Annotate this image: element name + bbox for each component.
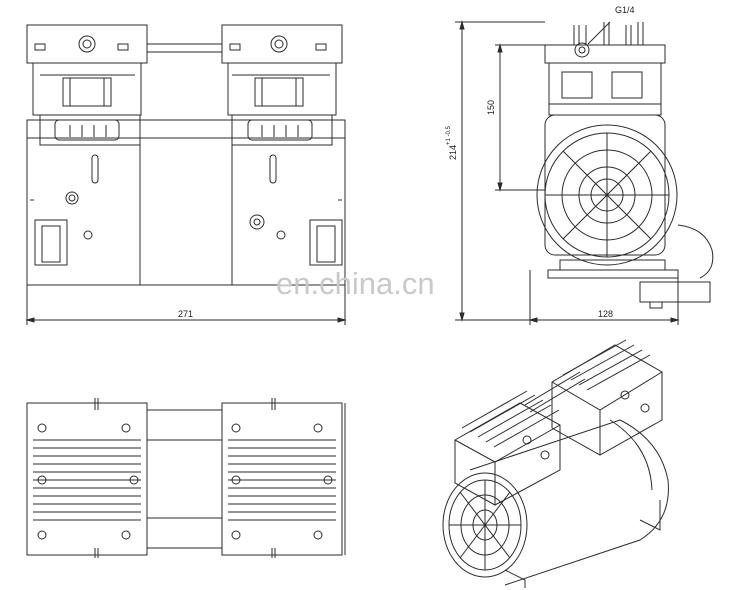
dimension-label-271: 271 [178,309,193,319]
top-view-left-cover [26,402,148,556]
dimension-label-128: 128 [598,309,613,319]
front-view-right-head [221,24,343,146]
dimension-heights [455,20,545,322]
side-view [455,20,714,325]
front-view-left-head [26,24,148,146]
port-thread-label: G1/4 [615,5,635,15]
dimension-label-214: 214 [448,145,458,160]
dimension-depth [528,270,680,325]
dimension-width [25,285,347,325]
watermark: en.china.cn [276,266,435,301]
dimension-label-tolerance: +1 -0.5 [446,125,452,145]
top-view-right-cover [221,402,343,556]
dimension-label-150: 150 [486,100,496,115]
top-view [26,398,346,558]
front-view [25,24,347,325]
isometric-view [442,339,669,588]
